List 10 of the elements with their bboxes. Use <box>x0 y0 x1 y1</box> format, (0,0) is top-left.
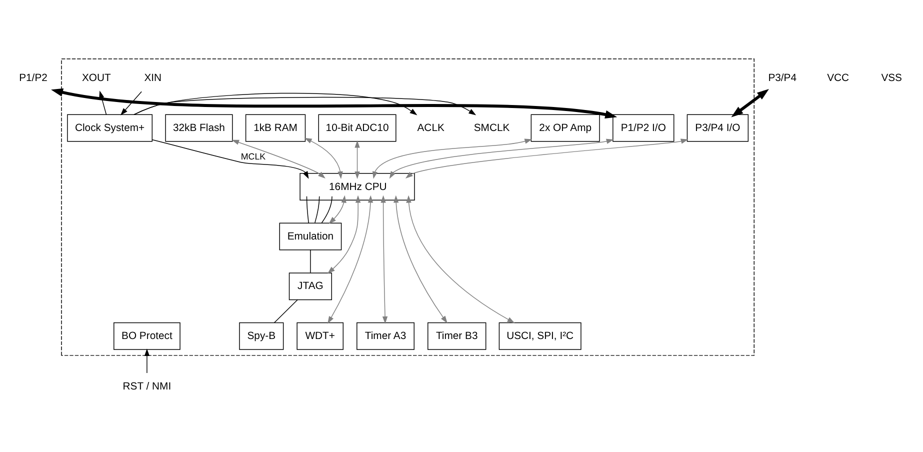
edge-label: MCLK <box>240 151 266 162</box>
label: VCC <box>827 72 850 84</box>
node-text: P3/P4 <box>768 72 797 84</box>
label: VSS <box>881 72 902 84</box>
node-text: XOUT <box>82 72 111 84</box>
node-text: RST / NMI <box>122 380 172 392</box>
node-text: XIN <box>144 72 162 84</box>
node-text: P1/P2 <box>19 72 48 84</box>
node-text: SMCLK <box>474 122 510 134</box>
node-text: ACLK <box>417 122 444 134</box>
